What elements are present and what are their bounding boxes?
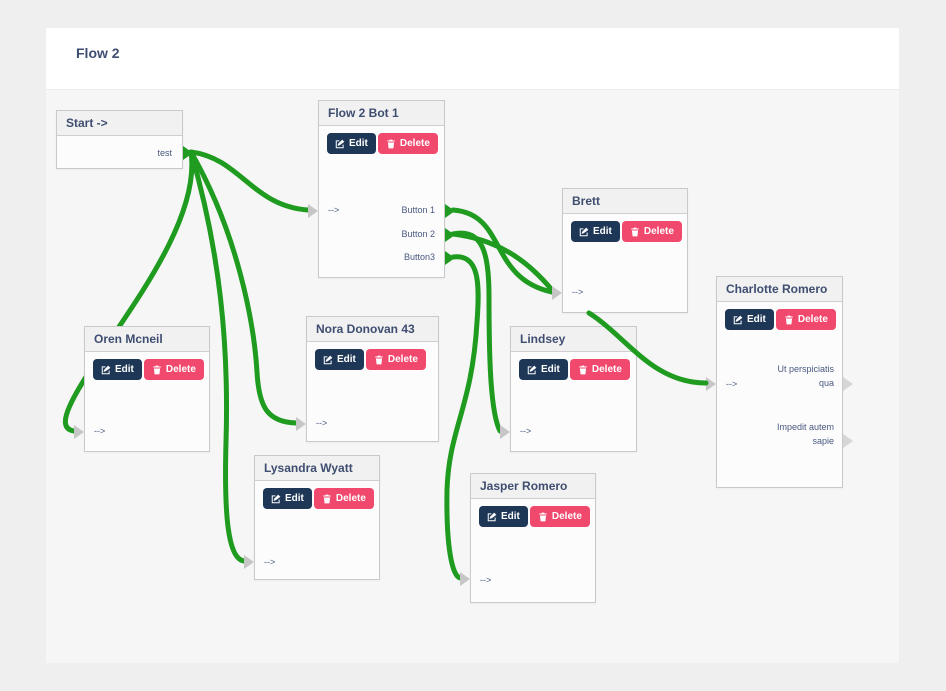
node-title: Flow 2 Bot 1: [319, 101, 444, 126]
output-label-impedit-autem: Impedit autem sapie: [776, 422, 834, 446]
output-label-ut-perspiciatis: Ut perspiciatis qua: [777, 364, 834, 388]
input-label: -->: [520, 426, 532, 436]
input-connector-icon[interactable]: [308, 204, 318, 218]
input-connector-icon[interactable]: [500, 425, 510, 439]
edit-icon: [527, 365, 537, 375]
edit-icon: [487, 512, 497, 522]
node-title: Start ->: [57, 111, 182, 136]
node-nora-donovan-43[interactable]: Nora Donovan 43 Edit Delete -->: [296, 316, 439, 442]
trash-icon: [322, 494, 332, 504]
output-connector-icon[interactable]: [445, 204, 455, 218]
node-title: Lindsey: [511, 327, 636, 352]
delete-button[interactable]: Delete: [313, 488, 374, 509]
node-title: Oren Mcneil: [85, 327, 209, 352]
delete-button[interactable]: Delete: [143, 359, 204, 380]
input-connector-icon[interactable]: [296, 417, 306, 431]
node-title: Nora Donovan 43: [307, 317, 438, 342]
trash-icon: [386, 139, 396, 149]
input-label: -->: [726, 379, 738, 389]
flow-header-bar: Flow 2: [46, 28, 899, 90]
trash-icon: [152, 365, 162, 375]
node-lindsey[interactable]: Lindsey Edit Delete -->: [500, 326, 637, 452]
delete-button[interactable]: Delete: [377, 133, 438, 154]
node-oren-mcneil[interactable]: Oren Mcneil Edit Delete -->: [74, 326, 210, 452]
delete-button[interactable]: Delete: [621, 221, 682, 242]
output-connector-icon[interactable]: [445, 251, 455, 265]
node-title: Lysandra Wyatt: [255, 456, 379, 481]
edit-button[interactable]: Edit: [315, 349, 364, 370]
output-label-button-2: Button 2: [401, 229, 435, 239]
input-connector-icon[interactable]: [460, 572, 470, 586]
input-connector-icon[interactable]: [74, 425, 84, 439]
trash-icon: [538, 512, 548, 522]
edit-icon: [579, 227, 589, 237]
node-jasper-romero[interactable]: Jasper Romero Edit Delete -->: [460, 473, 596, 603]
output-connector-icon[interactable]: [843, 434, 853, 448]
edit-button[interactable]: Edit: [479, 506, 528, 527]
delete-button[interactable]: Delete: [775, 309, 836, 330]
edit-icon: [101, 365, 111, 375]
input-connector-icon[interactable]: [244, 555, 254, 569]
output-label-button-3: Button3: [403, 252, 435, 262]
node-brett[interactable]: Brett Edit Delete -->: [552, 188, 688, 313]
edit-button[interactable]: Edit: [93, 359, 142, 380]
edit-button[interactable]: Edit: [725, 309, 774, 330]
edit-icon: [335, 139, 345, 149]
node-charlotte-romero[interactable]: Charlotte Romero Edit Delete --> Ut pers…: [706, 276, 853, 488]
input-label: -->: [94, 426, 106, 436]
edit-icon: [733, 315, 743, 325]
delete-button[interactable]: Delete: [365, 349, 426, 370]
trash-icon: [374, 355, 384, 365]
input-connector-icon[interactable]: [706, 377, 716, 391]
input-label: -->: [316, 418, 328, 428]
edit-button[interactable]: Edit: [571, 221, 620, 242]
input-label: -->: [480, 575, 492, 585]
input-connector-icon[interactable]: [552, 286, 562, 300]
trash-icon: [784, 315, 794, 325]
input-label: -->: [328, 205, 340, 215]
delete-button[interactable]: Delete: [569, 359, 630, 380]
node-title: Jasper Romero: [471, 474, 595, 499]
output-connector-icon[interactable]: [843, 377, 853, 391]
input-label: -->: [572, 287, 584, 297]
node-flow-2-bot-1[interactable]: Flow 2 Bot 1 Edit Delete --> Button 1 Bu…: [308, 100, 455, 278]
delete-button[interactable]: Delete: [529, 506, 590, 527]
output-label-button-1: Button 1: [401, 205, 435, 215]
edit-button[interactable]: Edit: [263, 488, 312, 509]
trash-icon: [630, 227, 640, 237]
edit-button[interactable]: Edit: [327, 133, 376, 154]
output-connector-icon[interactable]: [183, 146, 193, 160]
output-connector-icon[interactable]: [445, 228, 455, 242]
input-label: -->: [264, 557, 276, 567]
node-title: Charlotte Romero: [717, 277, 842, 302]
page-title: Flow 2: [76, 45, 120, 61]
node-lysandra-wyatt[interactable]: Lysandra Wyatt Edit Delete -->: [244, 455, 380, 580]
node-title: Brett: [563, 189, 687, 214]
edit-icon: [323, 355, 333, 365]
output-label-test: test: [157, 148, 172, 158]
edit-button[interactable]: Edit: [519, 359, 568, 380]
edit-icon: [271, 494, 281, 504]
trash-icon: [578, 365, 588, 375]
node-start[interactable]: Start -> test: [56, 110, 193, 169]
